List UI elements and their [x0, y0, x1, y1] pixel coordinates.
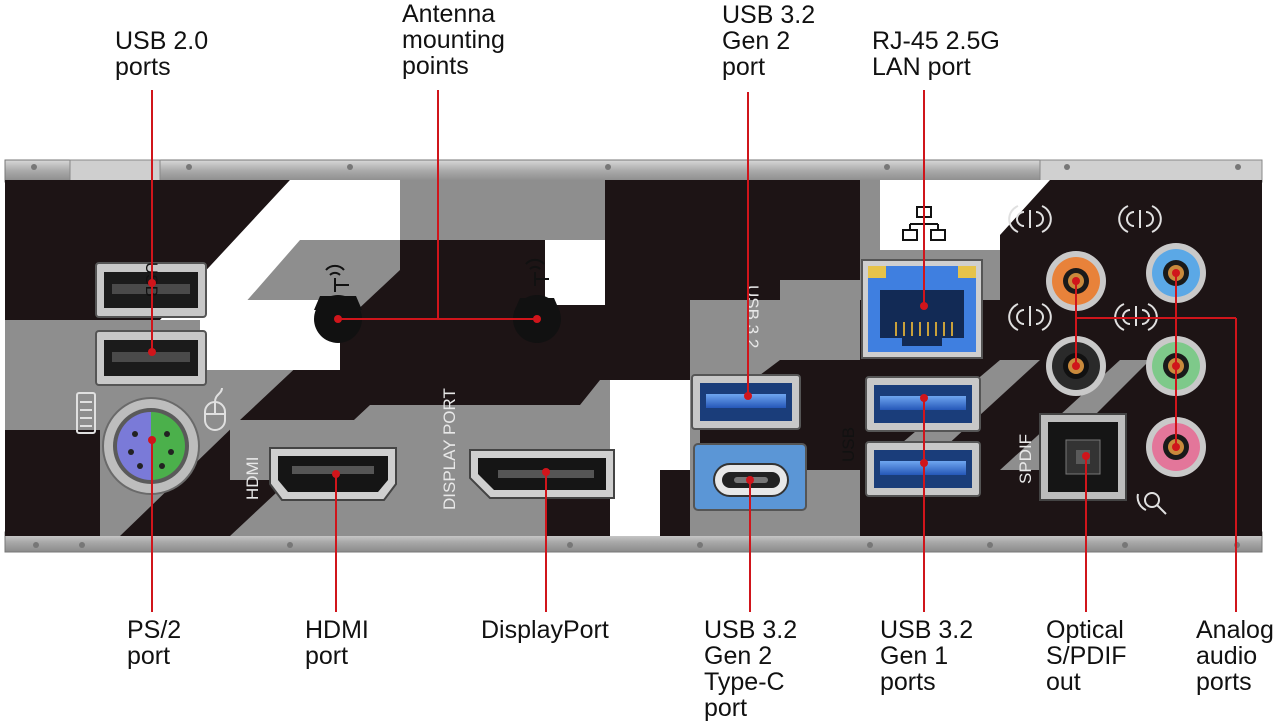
callout-displayport: DisplayPort — [481, 616, 609, 644]
mouse-icon — [204, 387, 226, 431]
rj45-port — [861, 259, 983, 359]
callout-usb32-gen2: USB 3.2 Gen 2 port — [722, 1, 816, 81]
callout-usb-type-c: USB 3.2 Gen 2 Type-C port — [704, 616, 798, 722]
callout-usb32-gen1: USB 3.2 Gen 1 ports — [880, 616, 974, 696]
panel-label-usb32: USB 3.2 — [743, 285, 762, 348]
callout-spdif: Optical S/PDIF out — [1046, 616, 1127, 696]
leader-lines — [151, 90, 1237, 612]
callout-usb20: USB 2.0 ports — [115, 27, 209, 81]
callout-rj45: RJ-45 2.5G LAN port — [872, 27, 1000, 81]
top-rail — [4, 159, 1263, 183]
line-in-icon — [1008, 205, 1052, 331]
line-out-icon — [1114, 205, 1162, 331]
callout-hdmi: HDMI port — [305, 616, 369, 670]
usb32-gen2-port — [691, 374, 801, 430]
keyboard-icon — [76, 392, 96, 434]
wifi-antenna-icon — [325, 258, 549, 292]
callout-audio: Analog audio ports — [1196, 616, 1274, 696]
panel-label-displayport: DISPLAY PORT — [440, 388, 459, 510]
displayport-port — [469, 449, 615, 499]
leader-dots — [148, 269, 1180, 484]
callout-ps2: PS/2 port — [127, 616, 182, 670]
panel-label-hdmi: HDMI — [243, 457, 262, 500]
microphone-icon — [1136, 492, 1167, 515]
panel-label-usb-mid: USB — [839, 427, 858, 462]
callout-antenna: Antenna mounting points — [402, 0, 505, 80]
panel-label-spdif: SPDIF — [1016, 434, 1035, 484]
